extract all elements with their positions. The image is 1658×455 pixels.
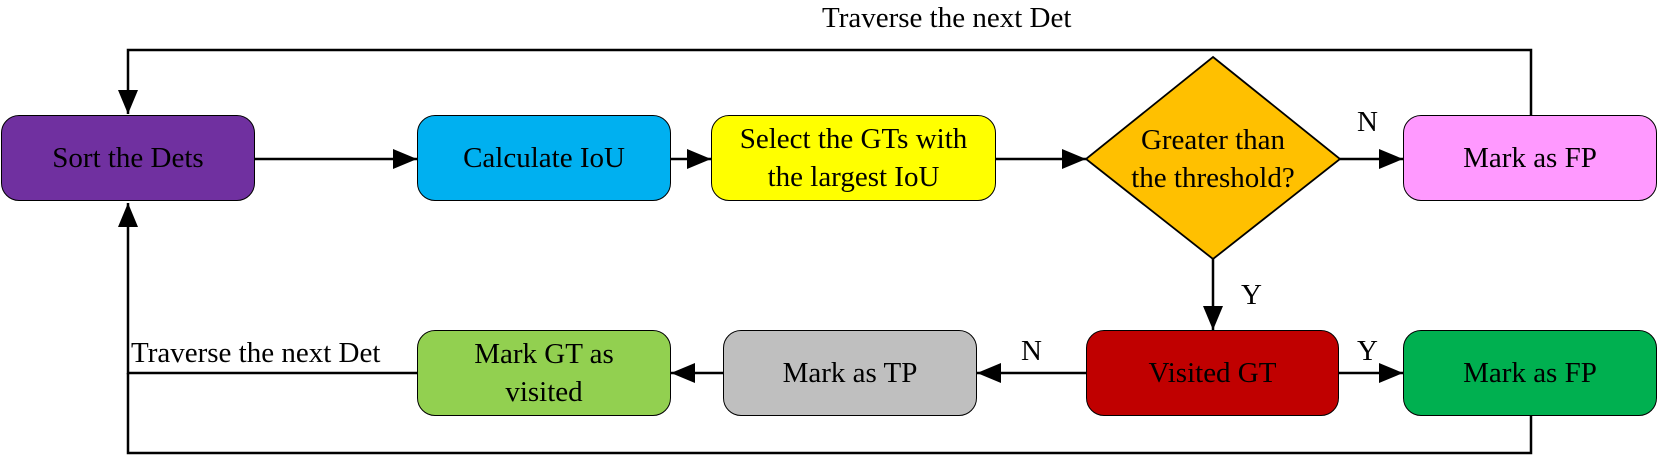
node-calculate-iou: Calculate IoU	[417, 115, 671, 201]
node-sort-dets-label: Sort the Dets	[52, 142, 204, 174]
node-select-gts-label: Select the GTs with the largest IoU	[739, 123, 968, 193]
node-mark-gt-visited: Mark GT as visited	[417, 330, 671, 416]
label-top-loop: Traverse the next Det	[822, 2, 1072, 34]
node-mark-fp-top: Mark as FP	[1403, 115, 1657, 201]
decision-diamond	[1084, 55, 1342, 261]
label-visited-yes: Y	[1357, 335, 1378, 367]
node-mark-tp-label: Mark as TP	[782, 357, 918, 389]
node-mark-fp-bottom: Mark as FP	[1403, 330, 1657, 416]
node-mark-fp-top-label: Mark as FP	[1463, 142, 1597, 174]
node-calculate-iou-label: Calculate IoU	[463, 142, 625, 174]
label-bottom-loop: Traverse the next Det	[131, 337, 381, 369]
node-mark-fp-bottom-label: Mark as FP	[1463, 357, 1597, 389]
node-visited-gt-label: Visited GT	[1148, 357, 1277, 389]
node-select-gts: Select the GTs with the largest IoU	[711, 115, 996, 201]
label-visited-no: N	[1021, 335, 1042, 367]
node-mark-gt-visited-label: Mark GT as visited	[474, 338, 614, 408]
node-sort-dets: Sort the Dets	[1, 115, 255, 201]
edge-bottom-loop	[126, 373, 1533, 455]
node-mark-tp: Mark as TP	[723, 330, 977, 416]
node-visited-gt: Visited GT	[1086, 330, 1339, 416]
label-decision-no: N	[1357, 106, 1378, 138]
node-decision-label: Greater than the threshold?	[1131, 124, 1295, 194]
label-decision-yes: Y	[1241, 279, 1262, 311]
edge-top-loop	[118, 48, 1533, 115]
